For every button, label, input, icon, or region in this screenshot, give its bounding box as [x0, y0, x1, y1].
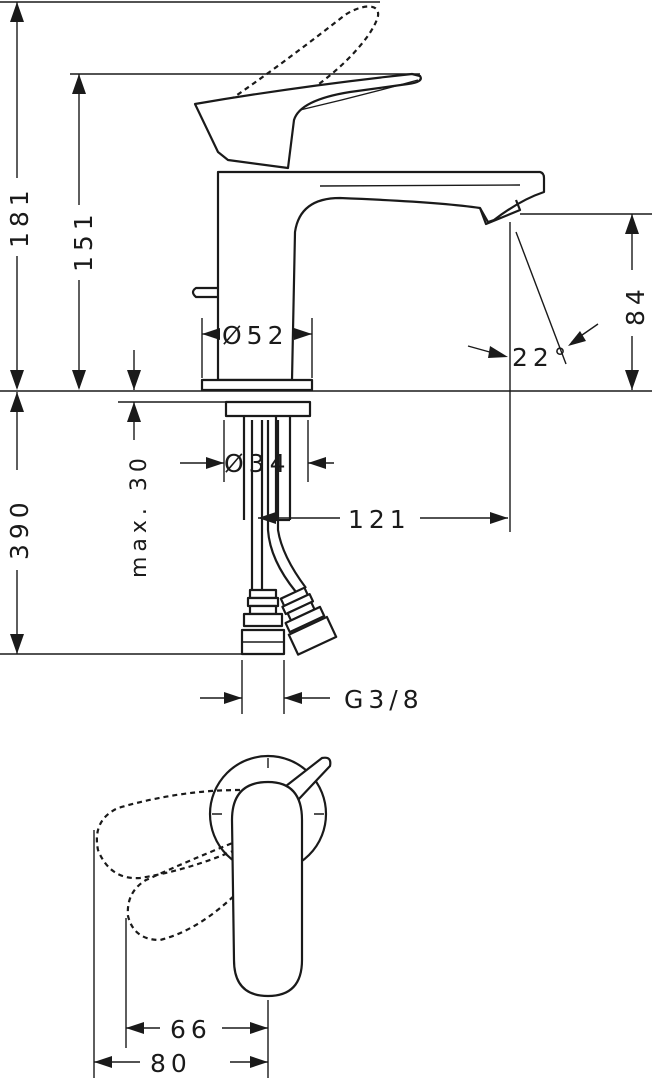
lever-handle-detail — [299, 79, 419, 111]
fitting-angled — [279, 586, 338, 656]
dim-body-diameter: Ø52 — [222, 321, 289, 350]
dim-below-deck-length: 390 — [5, 497, 34, 560]
mounting-washer — [224, 400, 312, 418]
lever-raised-position — [214, 5, 380, 121]
dimension-lines — [0, 1, 652, 714]
spout-outlet — [478, 199, 522, 226]
top-view-dimension-lines — [93, 830, 269, 1078]
faucet-top-view — [95, 754, 332, 998]
hose-straight — [250, 420, 264, 590]
base-plate — [200, 378, 314, 392]
top-view-ring-marks — [212, 758, 324, 815]
dim-total-height: 181 — [5, 185, 34, 248]
dim-max-deck: max. 30 — [127, 453, 152, 578]
fitting-straight — [240, 588, 286, 656]
dim-spout-outlet-height: 84 — [621, 284, 650, 326]
faucet-side-view — [191, 5, 546, 392]
dim-spout-top-height: 151 — [69, 209, 98, 272]
lever-swung-left — [95, 788, 241, 880]
dim-projection: 121 — [348, 505, 411, 534]
dim-connection-thread: G3/8 — [344, 685, 424, 714]
spout-inner-line — [319, 184, 521, 187]
dim-shank-diameter: Ø34 — [224, 449, 291, 478]
dim-spray-angle: 22° — [512, 343, 571, 372]
dim-top-width-66: 66 — [170, 1015, 212, 1044]
lever-swung-far-left — [126, 838, 241, 942]
faucet-body — [216, 170, 546, 382]
popup-rod — [191, 286, 218, 299]
top-view-lever — [284, 756, 332, 802]
dim-top-width-80: 80 — [150, 1049, 192, 1078]
hose-bent — [266, 420, 307, 593]
below-deck-assembly — [224, 400, 338, 656]
top-view-spout — [230, 780, 304, 998]
